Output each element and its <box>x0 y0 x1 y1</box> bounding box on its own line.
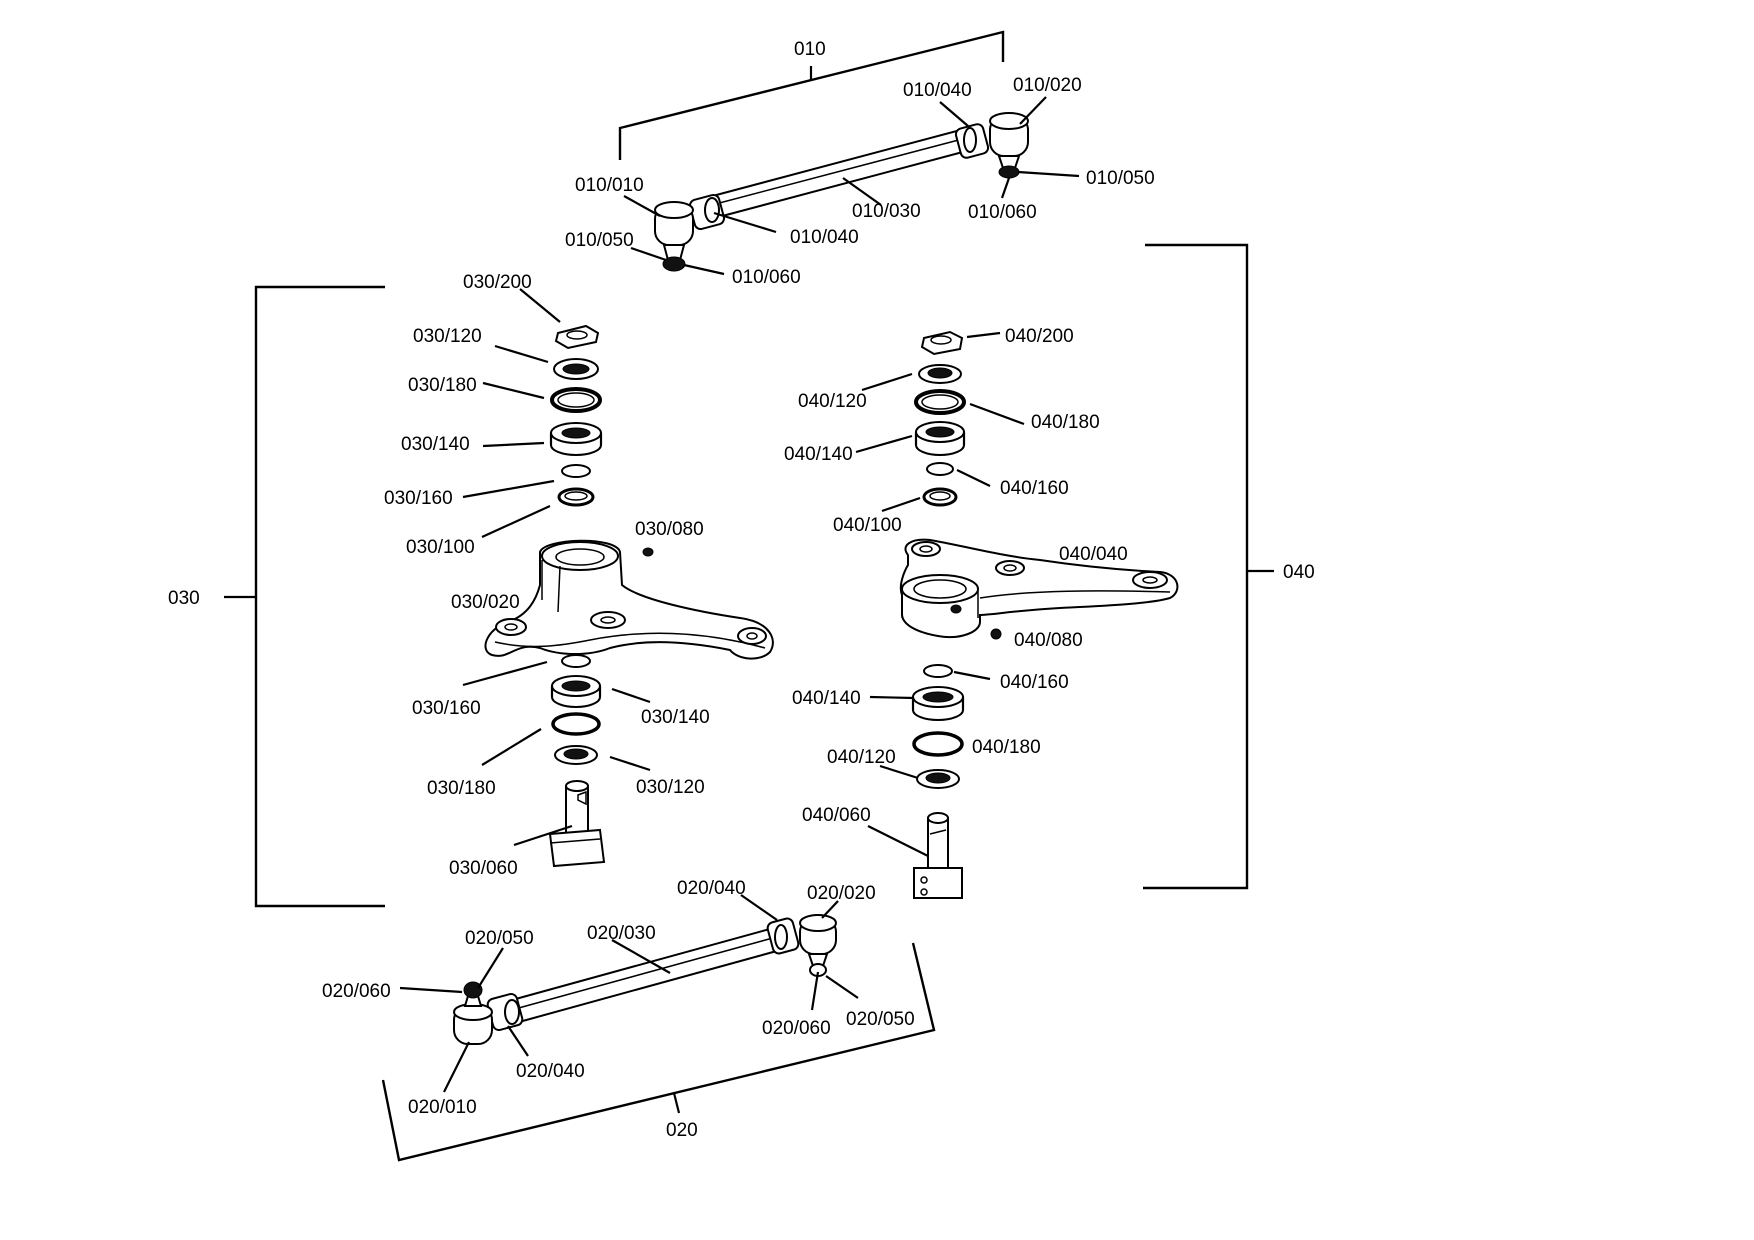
label-030-200: 030/200 <box>463 272 532 293</box>
tie-rod-020 <box>453 914 837 1045</box>
bearing-030-140a <box>549 422 603 456</box>
bracket-010 <box>618 30 1005 160</box>
label-020-060-left: 020/060 <box>322 981 391 1002</box>
group-label-010: 010 <box>794 39 826 60</box>
kingpin-030-060 <box>548 780 606 868</box>
label-030-140-bottom: 030/140 <box>641 707 710 728</box>
label-010-020: 010/020 <box>1013 75 1082 96</box>
bearing-040-140a <box>914 421 966 456</box>
label-010-040-right: 010/040 <box>903 80 972 101</box>
kingpin-040-060 <box>913 812 963 899</box>
bracket-030 <box>224 285 385 908</box>
nut-040-200 <box>920 330 964 356</box>
label-040-060: 040/060 <box>802 805 871 826</box>
nut-030-200 <box>554 324 600 350</box>
label-040-200: 040/200 <box>1005 326 1074 347</box>
label-040-180-top: 040/180 <box>1031 412 1100 433</box>
label-030-080: 030/080 <box>635 519 704 540</box>
bushing-040-100 <box>922 487 958 507</box>
label-010-060-left: 010/060 <box>732 267 801 288</box>
label-010-010: 010/010 <box>575 175 644 196</box>
label-010-040-left: 010/040 <box>790 227 859 248</box>
label-020-020: 020/020 <box>807 883 876 904</box>
oring-040-160b <box>923 664 953 678</box>
washer-040-120a <box>918 364 962 384</box>
label-030-100: 030/100 <box>406 537 475 558</box>
label-030-180-bottom: 030/180 <box>427 778 496 799</box>
washer-030-120a <box>553 358 599 380</box>
clamp-010-040-right <box>954 123 990 159</box>
label-040-120-top: 040/120 <box>798 391 867 412</box>
label-020-050-left: 020/050 <box>465 928 534 949</box>
stack-040 <box>899 330 1179 899</box>
oring-030-160b <box>561 654 591 668</box>
label-030-060: 030/060 <box>449 858 518 879</box>
label-020-040-left: 020/040 <box>516 1061 585 1082</box>
label-040-120-bottom: 040/120 <box>827 747 896 768</box>
clamp-010-040-left <box>688 193 726 231</box>
bushing-030-100 <box>557 487 595 507</box>
label-030-120-top: 030/120 <box>413 326 482 347</box>
label-040-160-top: 040/160 <box>1000 478 1069 499</box>
leader-lines <box>399 96 1080 1093</box>
washer-040-120b <box>916 769 960 789</box>
ring-030-180b <box>551 712 601 736</box>
label-020-030: 020/030 <box>587 923 656 944</box>
pin-040-080 <box>990 628 1002 640</box>
label-020-040-right: 020/040 <box>677 878 746 899</box>
label-010-050-right: 010/050 <box>1086 168 1155 189</box>
label-040-040: 040/040 <box>1059 544 1128 565</box>
ring-040-180a <box>914 389 966 415</box>
ball-joint-010-010 <box>654 201 694 272</box>
label-030-160-bottom: 030/160 <box>412 698 481 719</box>
label-040-160-bottom: 040/160 <box>1000 672 1069 693</box>
label-010-030: 010/030 <box>852 201 921 222</box>
group-label-020: 020 <box>666 1120 698 1141</box>
group-label-040: 040 <box>1283 562 1315 583</box>
oring-030-160a <box>561 464 591 478</box>
label-030-140-top: 030/140 <box>401 434 470 455</box>
oring-040-160a <box>926 462 954 476</box>
bracket-020 <box>381 942 936 1162</box>
label-020-050-right: 020/050 <box>846 1009 915 1030</box>
label-030-120-bottom: 030/120 <box>636 777 705 798</box>
ring-040-180b <box>912 731 964 757</box>
label-010-050-left: 010/050 <box>565 230 634 251</box>
label-020-010: 020/010 <box>408 1097 477 1118</box>
pin-030-080 <box>642 547 654 557</box>
label-040-080: 040/080 <box>1014 630 1083 651</box>
tie-rod-010 <box>654 112 1029 272</box>
label-010-060-right: 010/060 <box>968 202 1037 223</box>
arm-040-040 <box>899 538 1179 638</box>
bracket-040 <box>1143 243 1274 890</box>
labels: 010 020 030 040 010/010 010/020 010/030 … <box>168 39 1315 1141</box>
arm-030-020 <box>484 539 774 660</box>
label-020-060-right: 020/060 <box>762 1018 831 1039</box>
ball-joint-020-020 <box>799 914 837 977</box>
bearing-030-140b <box>550 675 602 708</box>
group-label-030: 030 <box>168 588 200 609</box>
label-030-020: 030/020 <box>451 592 520 613</box>
ball-joint-010-020 <box>989 112 1029 179</box>
label-040-140-bottom: 040/140 <box>792 688 861 709</box>
ring-030-180a <box>550 387 602 413</box>
stack-030 <box>484 324 774 868</box>
clamp-020-040-left <box>486 993 524 1031</box>
clamp-020-040-right <box>766 917 800 955</box>
ball-joint-020-010 <box>453 981 493 1045</box>
label-040-140-top: 040/140 <box>784 444 853 465</box>
label-040-100: 040/100 <box>833 515 902 536</box>
label-030-180-top: 030/180 <box>408 375 477 396</box>
bearing-040-140b <box>911 686 965 721</box>
washer-030-120b <box>554 745 598 765</box>
label-040-180-bottom: 040/180 <box>972 737 1041 758</box>
label-030-160-top: 030/160 <box>384 488 453 509</box>
